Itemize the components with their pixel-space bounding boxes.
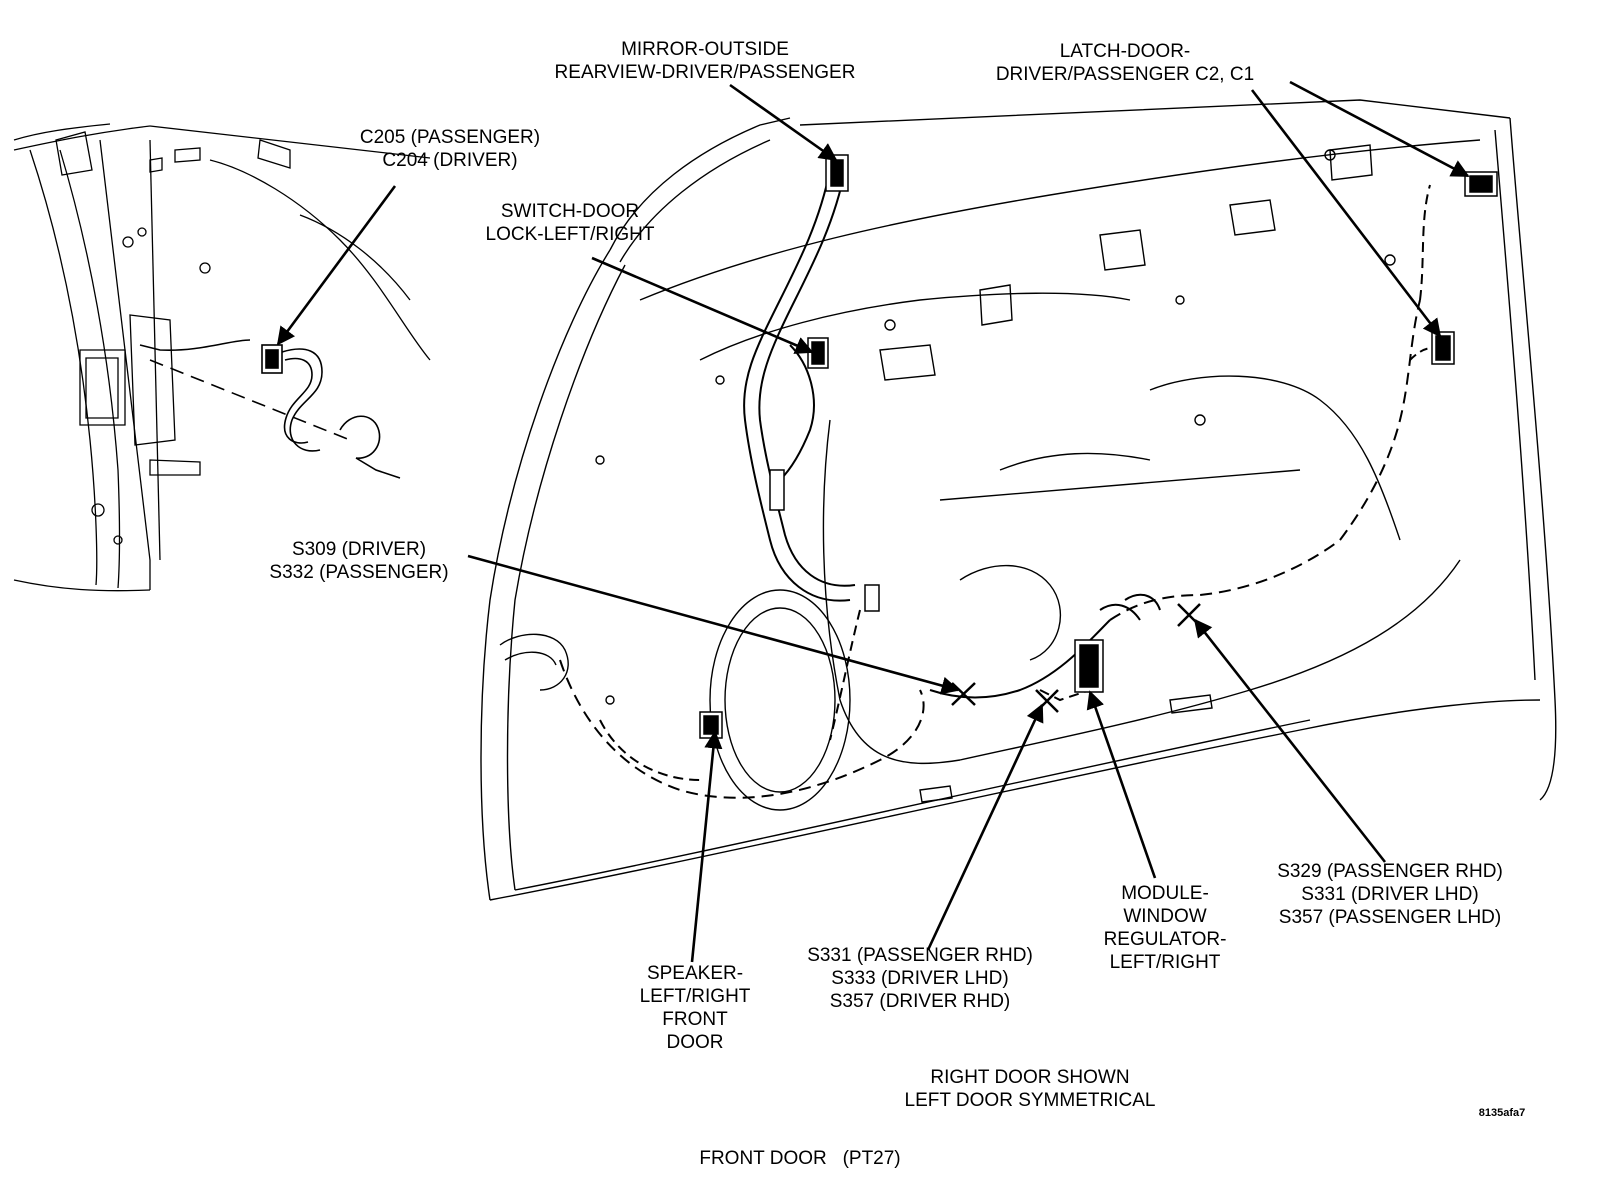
arrow-latch-c1 — [1250, 89, 1442, 338]
label-s309-s332: S309 (DRIVER)S332 (PASSENGER) — [269, 539, 449, 583]
label-latch-door: LATCH-DOOR-DRIVER/PASSENGER C2, C1 — [995, 41, 1255, 85]
label-c205-c204: C205 (PASSENGER)C204 (DRIVER) — [359, 127, 541, 171]
arrow-c205 — [276, 185, 397, 346]
arrow-s329 — [1193, 618, 1387, 863]
arrow-switch — [591, 256, 814, 354]
door-harness — [559, 169, 1441, 799]
arrow-latch-c2 — [1289, 80, 1470, 178]
arrow-s309 — [467, 554, 960, 695]
label-s329-s331-s357: S329 (PASSENGER RHD)S331 (DRIVER LHD)S35… — [1277, 861, 1503, 928]
arrow-module — [1086, 690, 1157, 879]
diagram-caption: FRONT DOOR (PT27) — [699, 1148, 901, 1169]
label-s331-s333-s357: S331 (PASSENGER RHD)S333 (DRIVER LHD)S35… — [807, 945, 1033, 1012]
arrow-mirror — [729, 83, 838, 162]
leader-arrows — [276, 80, 1470, 963]
connectors — [699, 154, 1498, 739]
door-panel-outline — [480, 99, 1557, 901]
arrow-speaker — [690, 730, 723, 963]
figure-code: 8135afa7 — [1478, 1107, 1526, 1119]
body-pillar-inset — [13, 123, 431, 592]
inset-harness — [139, 339, 401, 479]
arrow-s331 — [926, 703, 1044, 951]
